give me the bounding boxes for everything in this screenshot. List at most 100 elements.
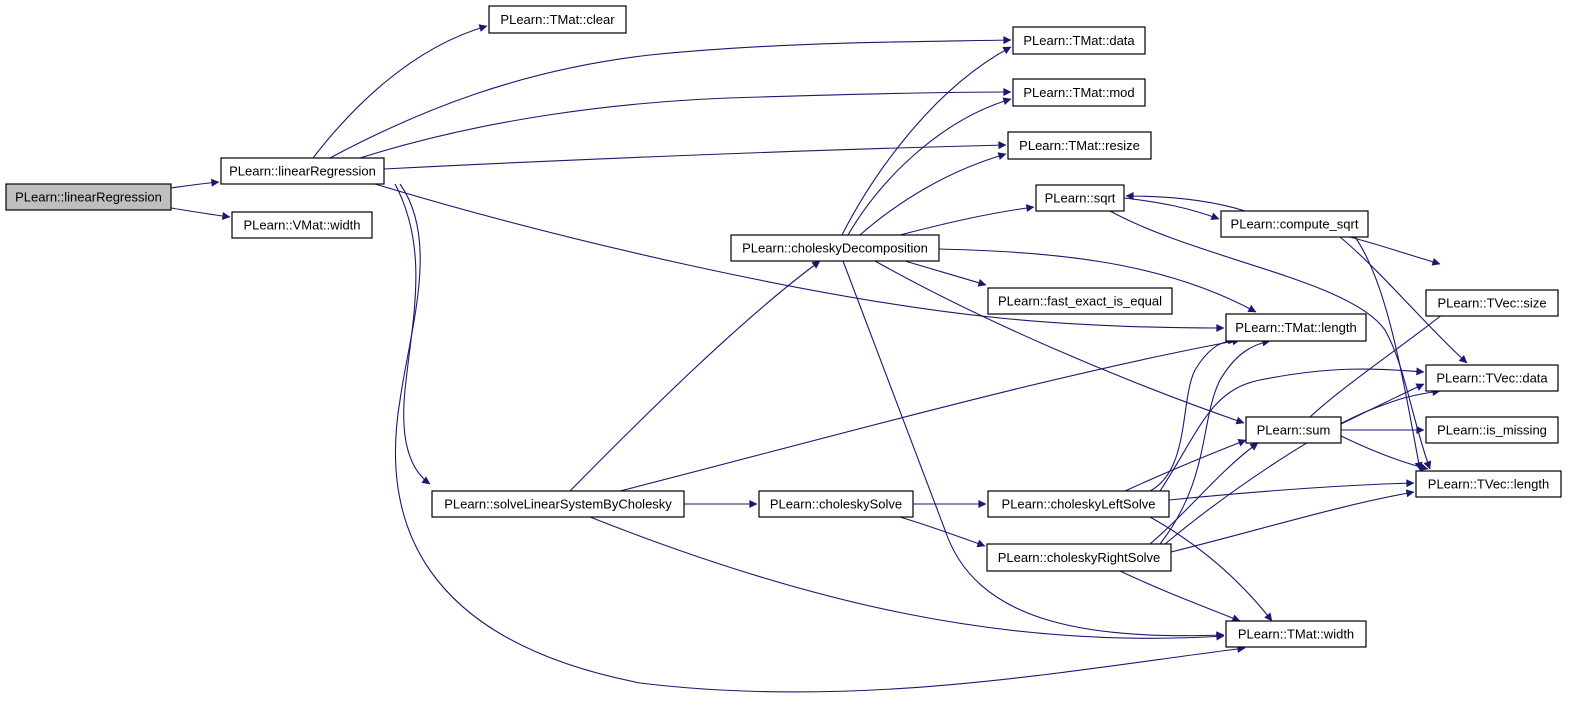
node-box: [1425, 416, 1559, 444]
node-box: [987, 490, 1170, 518]
node-root: PLearn::linearRegression: [5, 183, 172, 211]
node-label: PLearn::linearRegression: [229, 164, 376, 179]
node-box: [986, 543, 1172, 572]
node-box: [987, 287, 1173, 315]
edge-chol-to-tresize: [859, 152, 1007, 236]
edge-csqrt-to-vsize: [1349, 236, 1441, 266]
graph-edges: [170, 24, 1471, 693]
edge-root-to-vmw: [170, 207, 231, 220]
node-tmod[interactable]: PLearn::TMat::mod: [1012, 78, 1146, 107]
node-box: [1007, 131, 1152, 160]
edge-right-to-vdata: [1164, 388, 1441, 545]
node-box: [5, 183, 172, 211]
node-twidth[interactable]: PLearn::TMat::width: [1225, 620, 1367, 648]
node-label: PLearn::sum: [1257, 423, 1331, 438]
edge-left-to-tlen: [1149, 336, 1237, 492]
edge-root-to-lr: [170, 178, 220, 189]
node-solve[interactable]: PLearn::solveLinearSystemByCholesky: [431, 490, 685, 518]
node-box: [1220, 210, 1369, 238]
edge-left-to-vdata: [1159, 367, 1425, 492]
node-label: PLearn::TMat::width: [1238, 627, 1354, 642]
node-vsize[interactable]: PLearn::TVec::size: [1425, 289, 1559, 317]
node-box: [1245, 416, 1342, 444]
edge-chol-to-tlen: [938, 248, 1257, 313]
edge-chol-to-tmod: [847, 97, 1012, 236]
node-box: [1425, 364, 1559, 392]
edge-left-to-twidth: [1149, 516, 1273, 622]
node-box: [1225, 620, 1367, 648]
node-tdata[interactable]: PLearn::TMat::data: [1012, 26, 1146, 55]
node-right[interactable]: PLearn::choleskyRightSolve: [986, 543, 1172, 572]
edge-left-to-vlen: [1168, 479, 1415, 501]
node-label: PLearn::TMat::clear: [500, 12, 615, 27]
node-left[interactable]: PLearn::choleskyLeftSolve: [987, 490, 1170, 518]
edge-right-to-tlen: [1159, 338, 1271, 545]
node-label: PLearn::choleskyDecomposition: [742, 241, 928, 256]
node-label: PLearn::choleskyLeftSolve: [1002, 497, 1156, 512]
edge-right-to-sum: [1149, 442, 1259, 545]
node-tresize[interactable]: PLearn::TMat::resize: [1007, 131, 1152, 160]
node-label: PLearn::TMat::mod: [1023, 85, 1134, 100]
edge-chol-to-feq: [904, 260, 987, 287]
node-label: PLearn::fast_exact_is_equal: [998, 294, 1162, 309]
edge-left-to-sum: [1124, 439, 1247, 492]
node-lr[interactable]: PLearn::linearRegression: [220, 157, 385, 185]
edge-csqrt-to-sqrt: [1125, 192, 1246, 212]
node-box: [1012, 26, 1146, 55]
edge-chol-to-twidth: [842, 260, 1225, 640]
node-label: PLearn::TVec::length: [1428, 477, 1549, 492]
node-vdata[interactable]: PLearn::TVec::data: [1425, 364, 1559, 392]
edge-lr-to-tresize: [383, 141, 1007, 170]
node-tlen[interactable]: PLearn::TMat::length: [1225, 313, 1367, 342]
node-label: PLearn::compute_sqrt: [1231, 217, 1359, 232]
edge-sqrt-to-csqrt: [1123, 197, 1220, 221]
node-label: PLearn::linearRegression: [15, 190, 162, 205]
node-vlen[interactable]: PLearn::TVec::length: [1415, 470, 1562, 498]
node-box: [1012, 78, 1146, 107]
node-box: [758, 490, 914, 518]
graph-nodes: PLearn::linearRegressionPLearn::linearRe…: [5, 5, 1562, 648]
edge-lr-to-tdata: [329, 36, 1012, 159]
node-label: PLearn::is_missing: [1437, 423, 1547, 438]
edge-right-to-twidth: [1119, 570, 1241, 622]
edge-chol-to-sum: [874, 260, 1245, 425]
edge-lr-to-twidth: [394, 183, 1246, 693]
edge-solve-to-chol: [569, 260, 821, 492]
node-label: PLearn::VMat::width: [243, 218, 360, 233]
node-box: [231, 211, 373, 239]
node-box: [488, 5, 627, 34]
edge-right-to-vlen: [1170, 489, 1415, 553]
edge-lr-to-solve: [394, 183, 431, 485]
edge-csqrt-to-vlen: [1354, 236, 1423, 471]
node-sum[interactable]: PLearn::sum: [1245, 416, 1342, 444]
edge-csqrt-to-vdata: [1339, 236, 1468, 364]
node-label: PLearn::TMat::data: [1023, 33, 1135, 48]
node-box: [1035, 184, 1125, 212]
node-csolve[interactable]: PLearn::choleskySolve: [758, 490, 914, 518]
edge-chol-to-sqrt: [899, 204, 1035, 236]
node-label: PLearn::choleskySolve: [770, 497, 902, 512]
edge-chol-to-tdata: [841, 46, 1012, 236]
node-sqrt[interactable]: PLearn::sqrt: [1035, 184, 1125, 212]
edge-csolve-to-right: [899, 516, 986, 548]
node-label: PLearn::TVec::size: [1437, 296, 1546, 311]
edge-sum-to-vlen: [1340, 435, 1429, 472]
node-label: PLearn::TVec::data: [1436, 371, 1548, 386]
node-box: [730, 234, 940, 262]
node-label: PLearn::TMat::length: [1235, 320, 1356, 335]
node-vmw[interactable]: PLearn::VMat::width: [231, 211, 373, 239]
node-label: PLearn::TMat::resize: [1019, 138, 1140, 153]
node-box: [1425, 289, 1559, 317]
node-feq[interactable]: PLearn::fast_exact_is_equal: [987, 287, 1173, 315]
edge-lr-to-clear: [312, 24, 488, 159]
node-chol[interactable]: PLearn::choleskyDecomposition: [730, 234, 940, 262]
node-miss[interactable]: PLearn::is_missing: [1425, 416, 1559, 444]
edge-sqrt-to-vlen: [1109, 210, 1432, 470]
edge-sum-to-vdata: [1340, 383, 1425, 425]
node-csqrt[interactable]: PLearn::compute_sqrt: [1220, 210, 1369, 238]
node-clear[interactable]: PLearn::TMat::clear: [488, 5, 627, 34]
edge-solve-to-twidth: [589, 516, 1225, 641]
edge-solve-to-tlen: [619, 337, 1241, 492]
node-box: [1415, 470, 1562, 498]
